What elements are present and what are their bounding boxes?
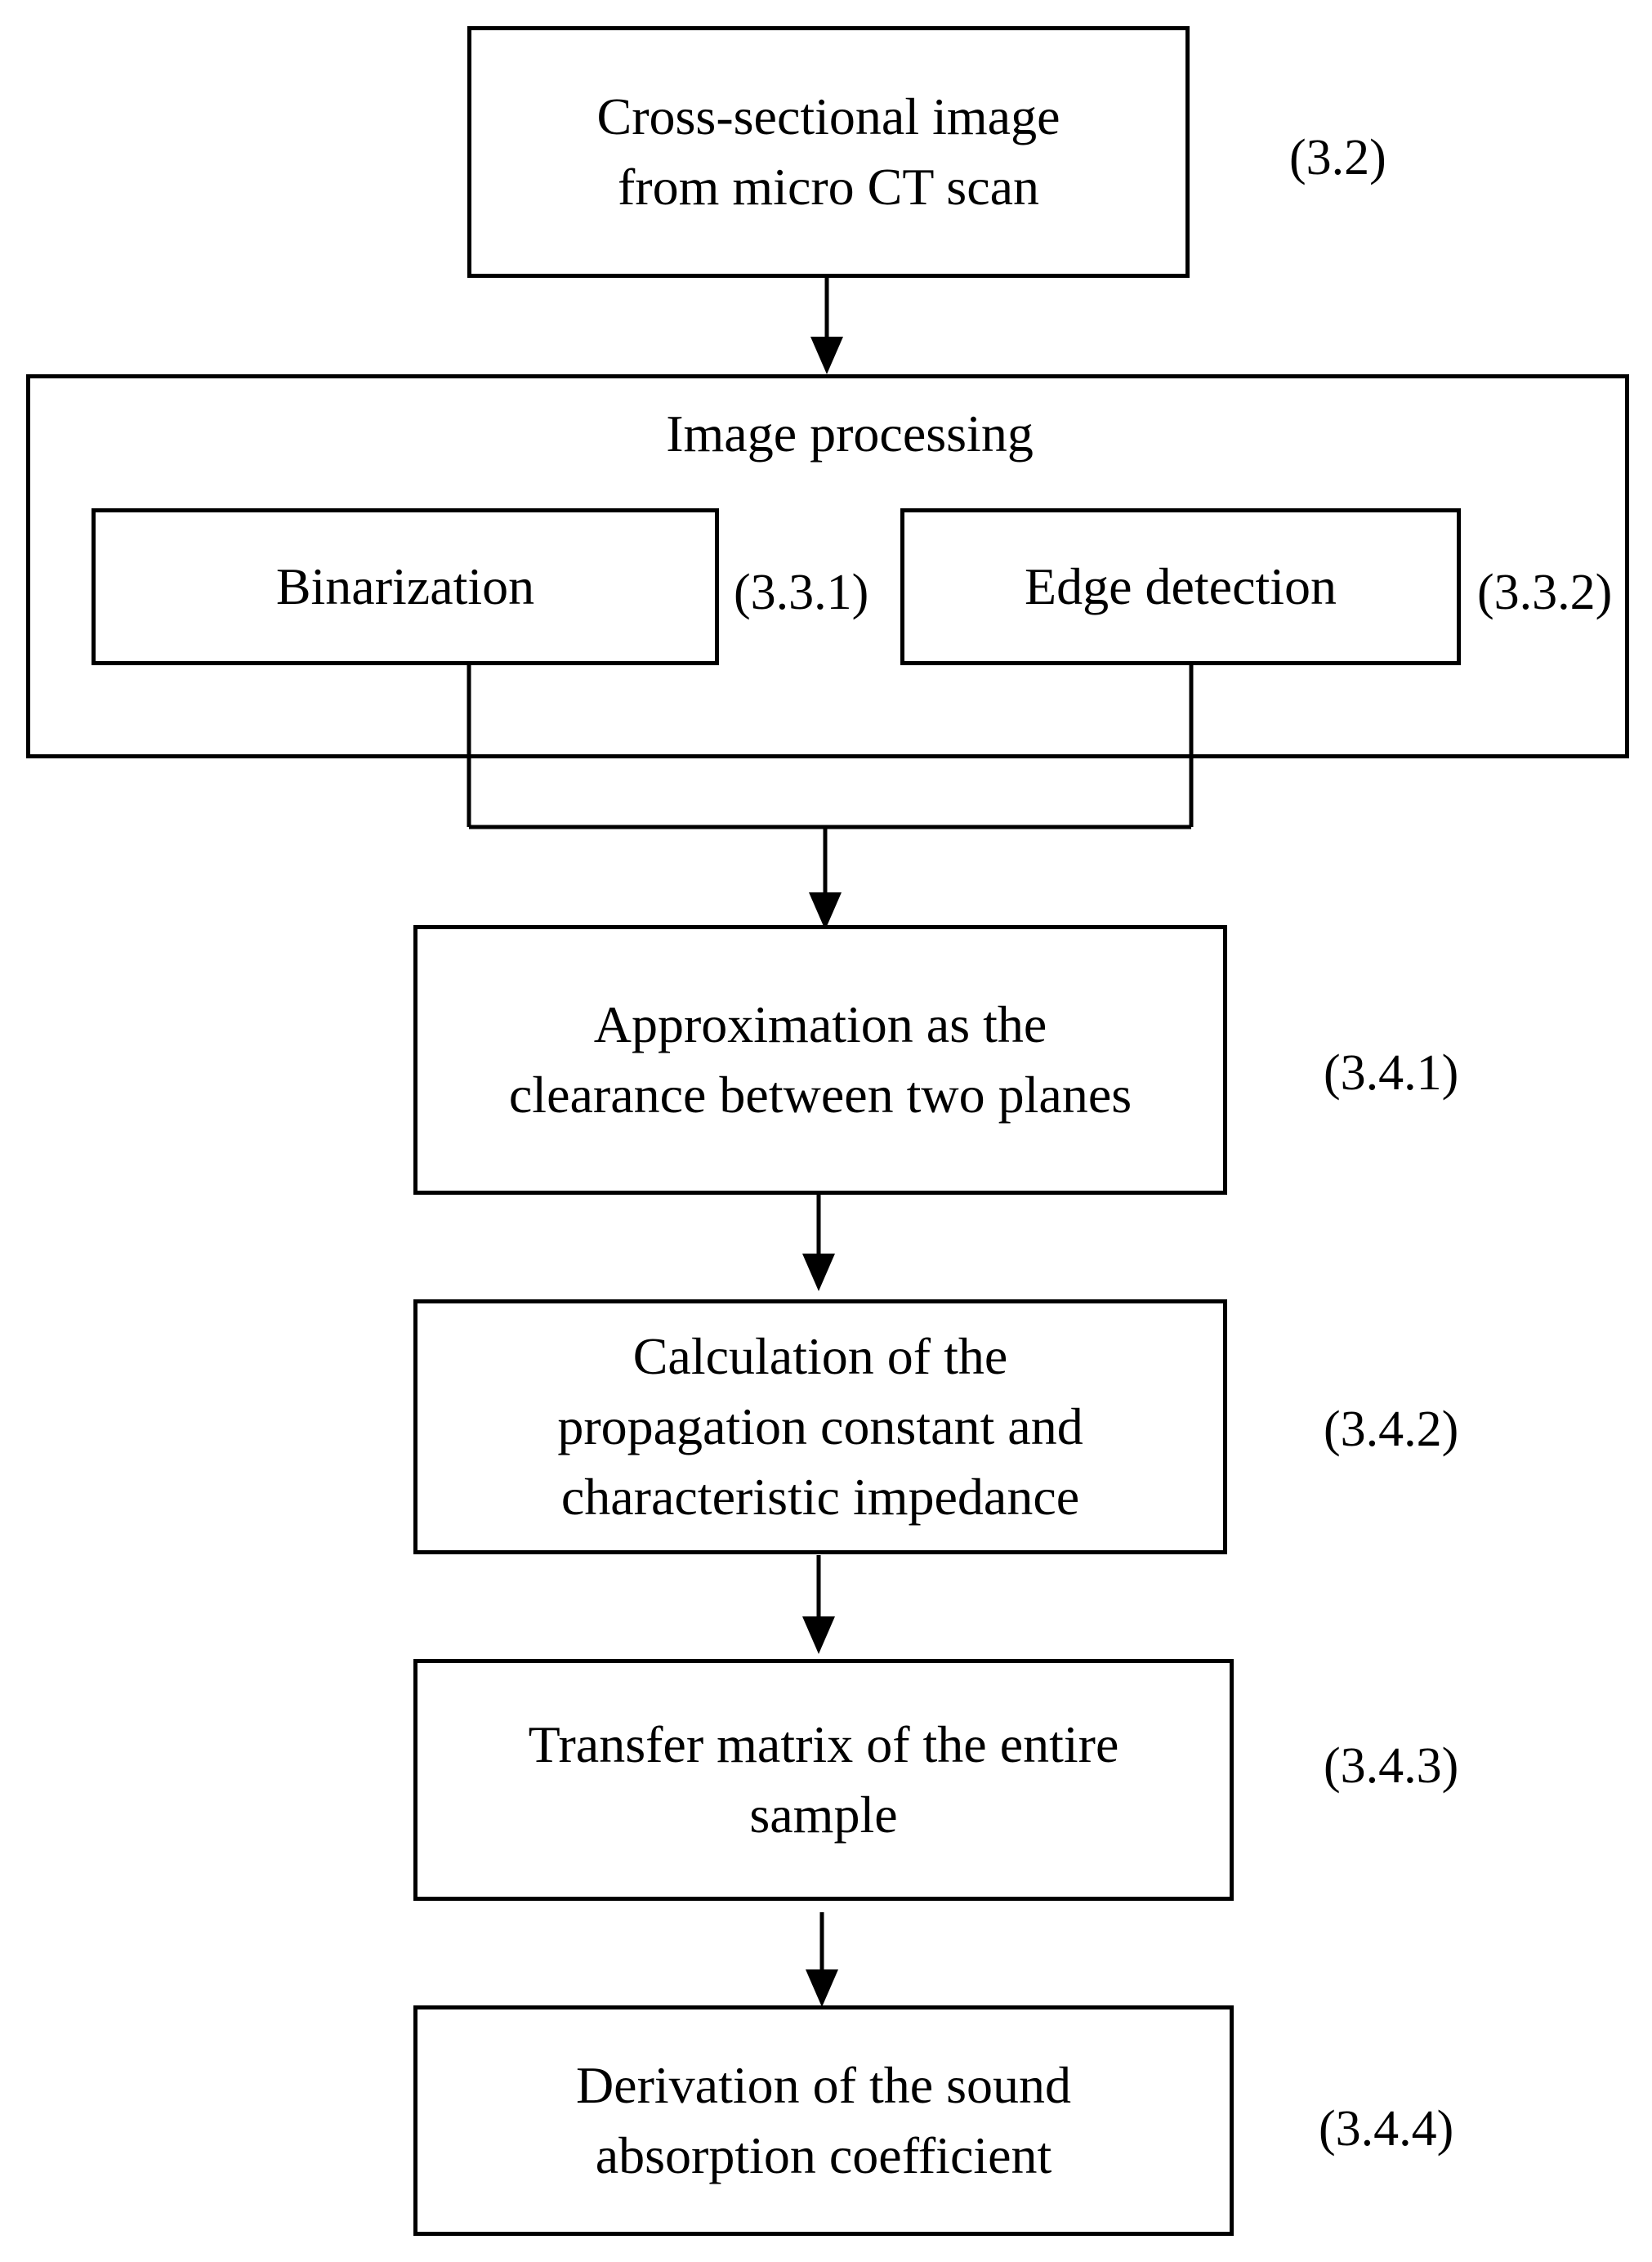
- transfer-matrix-label: Transfer matrix of the entire sample: [528, 1715, 1119, 1844]
- binarization-box: Binarization: [92, 508, 719, 665]
- derivation-ref: (3.4.4): [1319, 2101, 1454, 2157]
- ct-scan-box: Cross-sectional image from micro CT scan: [467, 26, 1190, 278]
- arrowhead-merge-to-approximation: [809, 892, 842, 930]
- calculation-label: Calculation of the propagation constant …: [557, 1327, 1083, 1526]
- transfer-matrix-box: Transfer matrix of the entire sample: [413, 1659, 1234, 1901]
- edge-detection-ref: (3.3.2): [1477, 565, 1613, 620]
- calculation-ref: (3.4.2): [1324, 1401, 1459, 1457]
- calculation-box: Calculation of the propagation constant …: [413, 1299, 1227, 1554]
- approximation-box: Approximation as the clearance between t…: [413, 925, 1227, 1195]
- derivation-box: Derivation of the sound absorption coeff…: [413, 2005, 1234, 2236]
- arrowhead-ct-to-processing: [810, 337, 843, 374]
- derivation-label: Derivation of the sound absorption coeff…: [575, 2056, 1072, 2184]
- binarization-ref: (3.3.1): [734, 565, 869, 620]
- approximation-ref: (3.4.1): [1324, 1045, 1459, 1101]
- transfer-matrix-ref: (3.4.3): [1324, 1738, 1459, 1794]
- edge-detection-label: Edge detection: [1024, 557, 1337, 615]
- edge-detection-box: Edge detection: [900, 508, 1461, 665]
- arrowhead-approximation-to-calculation: [802, 1254, 835, 1291]
- image-processing-title: Image processing: [666, 405, 1034, 463]
- arrowhead-calculation-to-transfer: [802, 1616, 835, 1654]
- binarization-label: Binarization: [275, 557, 535, 615]
- image-processing-group: [26, 374, 1629, 758]
- ct-scan-label: Cross-sectional image from micro CT scan: [596, 87, 1060, 216]
- arrowhead-transfer-to-derivation: [806, 1969, 838, 2007]
- approximation-label: Approximation as the clearance between t…: [508, 995, 1132, 1124]
- ct-scan-ref: (3.2): [1289, 130, 1386, 186]
